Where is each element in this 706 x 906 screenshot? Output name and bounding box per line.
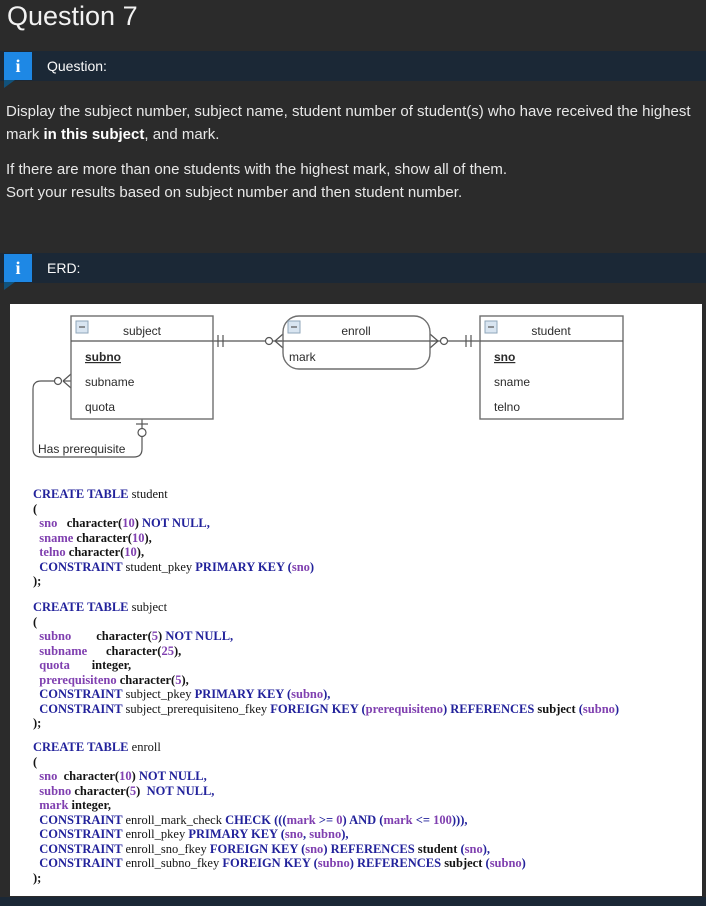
entity-title: subject [123, 324, 162, 338]
question-line-4: Sort your results based on subject numbe… [6, 184, 463, 201]
erd-entity-student: student sno sname telno [479, 315, 624, 420]
entity-field: subname [85, 375, 135, 389]
entity-field-pk: subno [85, 350, 121, 364]
entity-field-pk: sno [494, 350, 515, 364]
self-relationship-label: Has prerequisite [38, 442, 126, 456]
relationship-subject-enroll [213, 333, 284, 349]
question-text: Display the subject number, subject name… [6, 103, 691, 143]
question-section-bar: Question: [0, 51, 706, 81]
question-text-tail: , and mark. [144, 126, 220, 143]
erd-entity-enroll: enroll mark [282, 315, 431, 370]
erd-diagram: Has prerequisite subject subno subname q… [32, 315, 624, 458]
question-paragraph-2: If there are more than one students with… [6, 158, 702, 204]
erd-section-label: ERD: [47, 260, 81, 276]
entity-title: student [531, 324, 571, 338]
erd-entity-subject: subject subno subname quota [70, 315, 214, 420]
info-icon: i [4, 52, 32, 80]
next-section-bar [0, 897, 706, 906]
erd-panel: Has prerequisite subject subno subname q… [10, 304, 702, 896]
relationship-enroll-student [429, 333, 480, 349]
entity-field: sname [494, 375, 530, 389]
erd-section-bar: ERD: [0, 253, 706, 283]
sql-create-table-student: CREATE TABLE student( sno character(10) … [33, 487, 315, 588]
info-icon: i [4, 254, 32, 282]
page-title: Question 7 [7, 1, 138, 31]
entity-title: enroll [341, 324, 370, 338]
question-paragraph-1: Display the subject number, subject name… [6, 100, 702, 146]
info-icon-tail [4, 282, 15, 290]
entity-field: quota [85, 400, 115, 414]
relationship-has-prerequisite: Has prerequisite [32, 373, 148, 458]
sql-create-table-enroll: CREATE TABLE enroll( sno character(10) N… [33, 740, 526, 885]
info-icon-tail [4, 80, 15, 88]
question-section-label: Question: [47, 58, 107, 74]
entity-field: telno [494, 400, 520, 414]
entity-field: mark [289, 350, 317, 364]
question-text-bold: in this subject [43, 126, 145, 143]
question-line-3: If there are more than one students with… [6, 161, 508, 178]
sql-create-table-subject: CREATE TABLE subject( subno character(5)… [33, 600, 620, 730]
